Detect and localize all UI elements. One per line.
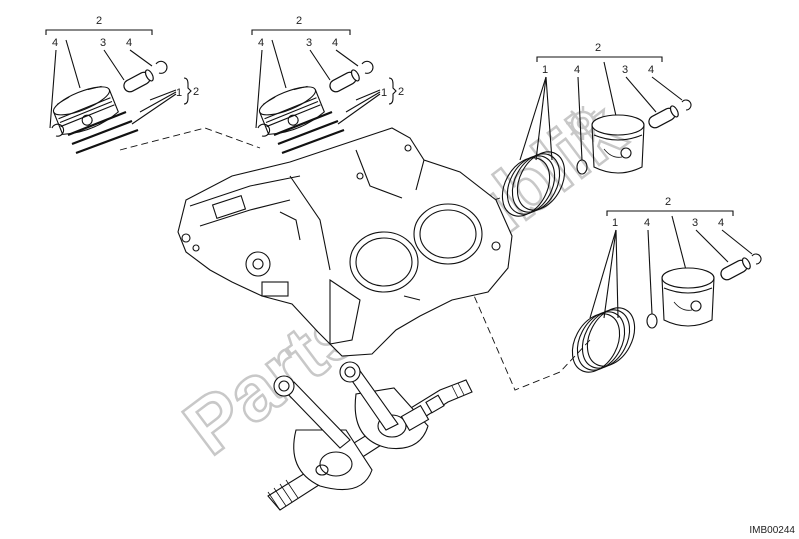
group-bracket: [536, 56, 663, 62]
circlip-right: [361, 60, 374, 74]
callout-circlip-right: 4: [126, 37, 132, 49]
watermark-gear-icon: [566, 106, 600, 140]
callout-rings: 1: [381, 87, 387, 99]
piston: [52, 85, 119, 135]
piston-set-top-right: 2 1 4 3 4: [501, 42, 692, 217]
piston-pin: [718, 256, 753, 283]
callout-pin: 3: [622, 64, 628, 76]
shaft-splines: [267, 382, 465, 511]
piston-pin: [327, 68, 362, 95]
callout-pin: 3: [100, 37, 106, 49]
group-bracket: [251, 29, 351, 35]
circlip-right: [751, 253, 762, 265]
cylinder-bore-right: [413, 203, 483, 265]
callout-rings-group: 2: [398, 86, 404, 98]
callout-circlip-left: 4: [52, 37, 58, 49]
callout-group: 2: [665, 196, 671, 208]
crankcase: [177, 127, 513, 357]
callout-group: 2: [595, 42, 601, 54]
connecting-rod-2: [339, 361, 399, 431]
callout-pin: 3: [306, 37, 312, 49]
callout-rings: 1: [176, 87, 182, 99]
callout-group: 2: [296, 15, 302, 27]
piston-set-bottom-right: 2 1 4 3 4: [571, 196, 762, 373]
callout-circlip-right: 4: [648, 64, 654, 76]
piston-pin: [121, 68, 156, 95]
callout-circlip-left: 4: [258, 37, 264, 49]
piston: [661, 267, 715, 327]
callout-circlip-left: 4: [574, 64, 580, 76]
piston-rings: [501, 151, 566, 217]
group-bracket: [45, 29, 153, 35]
callout-pin: 3: [692, 217, 698, 229]
cylinder-bore-left: [349, 231, 419, 293]
callout-circlip-right: 4: [332, 37, 338, 49]
callout-group: 2: [96, 15, 102, 27]
callout-circlip-left: 4: [644, 217, 650, 229]
piston: [258, 85, 325, 135]
callout-rings: 1: [542, 64, 548, 76]
piston-rings: [67, 110, 139, 155]
piston-set-top-left: 2 4 3 4 1: [45, 15, 199, 155]
circlip-right: [681, 99, 692, 111]
piston-set-top-middle: 2 4 3 4 1 2: [251, 15, 404, 155]
piston-rings: [273, 110, 345, 155]
group-bracket: [606, 210, 734, 216]
piston-pin: [646, 104, 681, 131]
callout-rings: 1: [612, 217, 618, 229]
piston: [591, 114, 645, 174]
circlip-left: [646, 313, 658, 329]
circlip-left: [257, 123, 271, 137]
circlip-left: [51, 123, 65, 137]
image-code: IMB00244: [749, 525, 795, 536]
connecting-rod-1: [273, 375, 351, 449]
callout-rings-group: 2: [193, 86, 199, 98]
circlip-left: [576, 159, 588, 175]
circlip-right: [155, 60, 168, 74]
crankshaft: [267, 361, 473, 511]
piston-rings: [571, 307, 636, 373]
callout-circlip-right: 4: [718, 217, 724, 229]
